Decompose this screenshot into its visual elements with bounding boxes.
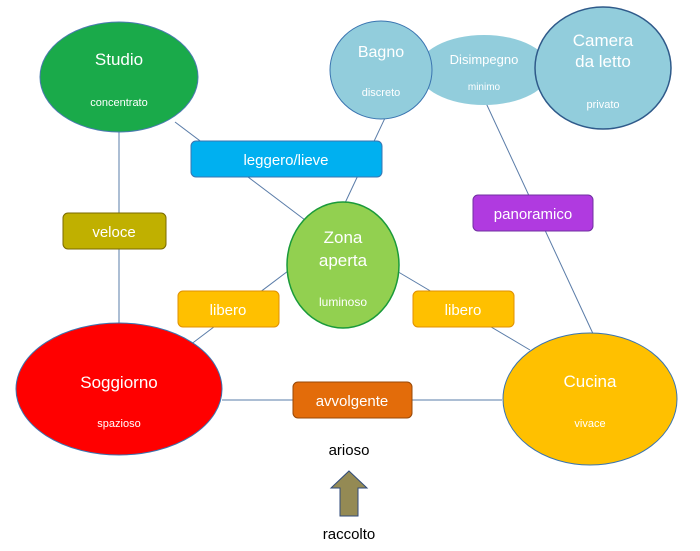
edge-label-leggero-lieve[interactable]: leggero/lieve [190,140,383,178]
node-camera-da-letto[interactable]: Camera da letto privato [534,6,672,130]
node-zona-aperta[interactable]: Zona aperta luminoso [286,201,400,329]
edge-label-libero-left[interactable]: libero [177,290,280,328]
libero-left-box [177,290,280,328]
zona-aperta-ellipse [286,201,400,329]
bagno-subtitle: discreto [362,87,401,99]
studio-subtitle: concentrato [90,97,147,109]
disimpegno-subtitle: minimo [468,82,501,93]
node-cucina[interactable]: Cucina vivace [502,332,678,466]
libero-right-text: libero [445,302,482,319]
zona-aperta-title-line1: Zona [324,228,363,247]
up-arrow-icon [329,470,369,517]
edge-label-panoramico[interactable]: panoramico [472,194,594,232]
leggero-lieve-text: leggero/lieve [243,152,328,169]
studio-title: Studio [95,50,143,69]
scale-top-label: arioso [329,442,370,459]
bagno-title: Bagno [358,44,404,61]
soggiorno-ellipse [15,322,223,456]
veloce-text: veloce [92,224,135,241]
camera-subtitle: privato [586,99,619,111]
edge-label-libero-right[interactable]: libero [412,290,515,328]
node-studio[interactable]: Studio concentrato [39,21,199,133]
soggiorno-subtitle: spazioso [97,418,140,430]
cucina-title: Cucina [564,372,617,391]
avvolgente-box [292,381,413,419]
studio-ellipse [39,21,199,133]
avvolgente-text: avvolgente [316,393,389,410]
leggero-lieve-box [190,140,383,178]
veloce-box [62,212,167,250]
camera-title-line2: da letto [575,52,631,71]
node-disimpegno[interactable]: Disimpegno minimo [418,35,550,105]
cucina-subtitle: vivace [574,418,605,430]
soggiorno-title: Soggiorno [80,373,158,392]
edge-label-veloce[interactable]: veloce [62,212,167,250]
cucina-ellipse [502,332,678,466]
panoramico-text: panoramico [494,206,572,223]
bagno-ellipse [329,20,433,120]
disimpegno-title: Disimpegno [450,52,519,67]
disimpegno-ellipse [418,35,550,105]
libero-left-text: libero [210,302,247,319]
zona-aperta-subtitle: luminoso [319,295,367,309]
edge-label-avvolgente[interactable]: avvolgente [292,381,413,419]
zona-aperta-title-line2: aperta [319,251,368,270]
libero-right-box [412,290,515,328]
node-bagno[interactable]: Bagno discreto [329,20,433,120]
panoramico-box [472,194,594,232]
camera-title-line1: Camera [573,31,634,50]
node-soggiorno[interactable]: Soggiorno spazioso [15,322,223,456]
camera-ellipse [534,6,672,130]
scale-bottom-label: raccolto [323,526,376,543]
